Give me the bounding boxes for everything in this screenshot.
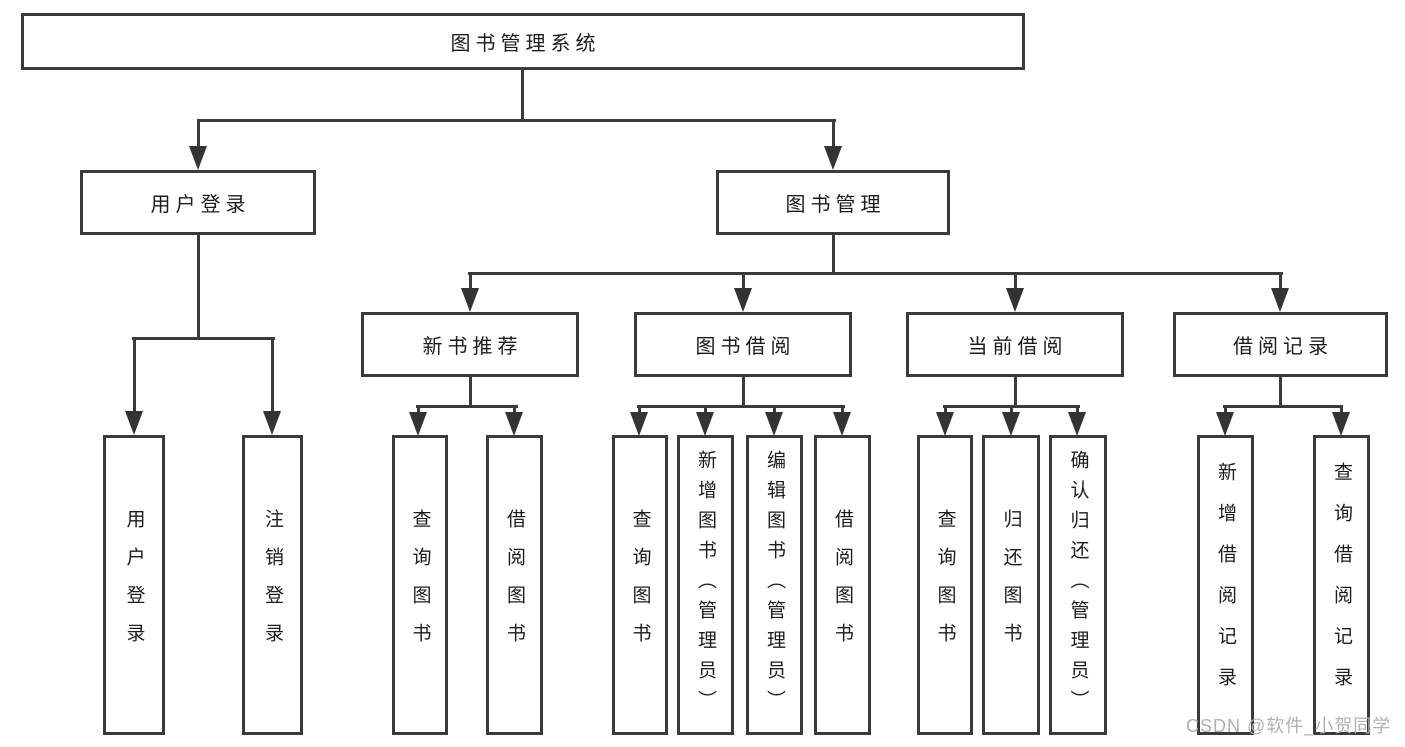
connector-drop-newbook: [469, 272, 472, 292]
arrowhead-down-icon: [1006, 288, 1024, 312]
connector-drop: [1224, 405, 1227, 417]
connector-borrowrecord-stub: [1279, 377, 1282, 407]
connector-drop: [841, 405, 844, 417]
arrowhead-down-icon: [936, 412, 954, 436]
connector-drop: [704, 405, 707, 417]
connector-newbook-stub: [469, 377, 472, 407]
connector-drop: [417, 405, 420, 417]
connector-newbook-hline: [416, 405, 518, 408]
node-new-book-recommend: 新书推荐: [361, 312, 579, 377]
connector-bookmgmt-stub: [832, 235, 835, 275]
arrowhead-down-icon: [461, 288, 479, 312]
leaf-logout: 注销登录: [242, 435, 303, 735]
connector-bookborrow-stub: [742, 377, 745, 407]
connector-drop: [773, 405, 776, 417]
connector-bookborrow-hline: [637, 405, 845, 408]
arrowhead-down-icon: [505, 412, 523, 436]
connector-drop-leaf-logout: [271, 337, 274, 415]
leaf-user-login: 用户登录: [103, 435, 165, 735]
connector-drop: [1010, 405, 1013, 417]
connector-root-stub: [521, 70, 524, 122]
arrowhead-down-icon: [1332, 412, 1350, 436]
arrowhead-down-icon: [263, 411, 281, 435]
leaf-borrow-add-books-admin: 新增图书（管理员）: [677, 435, 734, 735]
connector-bookmgmt-hline: [468, 272, 1283, 275]
connector-userlogin-hline: [132, 337, 275, 340]
leaf-borrow-edit-books-admin: 编辑图书（管理员）: [746, 435, 803, 735]
arrowhead-down-icon: [1271, 288, 1289, 312]
arrowhead-down-icon: [409, 412, 427, 436]
connector-currentborrow-stub: [1014, 377, 1017, 407]
connector-drop-user-login: [197, 119, 200, 151]
arrowhead-down-icon: [734, 288, 752, 312]
node-borrow-records: 借阅记录: [1173, 312, 1388, 377]
arrowhead-down-icon: [630, 412, 648, 436]
connector-drop-bookborrow: [742, 272, 745, 292]
connector-drop: [638, 405, 641, 417]
arrowhead-down-icon: [189, 146, 207, 170]
node-book-management: 图书管理: [716, 170, 950, 235]
csdn-watermark: CSDN @软件_小贺同学: [1186, 716, 1392, 736]
arrowhead-down-icon: [824, 146, 842, 170]
node-user-login: 用户登录: [80, 170, 316, 235]
connector-drop-leaf-login: [133, 337, 136, 415]
arrowhead-down-icon: [1216, 412, 1234, 436]
arrowhead-down-icon: [1002, 412, 1020, 436]
connector-drop-book-mgmt: [832, 119, 835, 151]
connector-userlogin-stub: [197, 235, 200, 339]
node-library-system: 图书管理系统: [21, 13, 1025, 70]
leaf-borrow-query-books: 查询图书: [612, 435, 668, 735]
leaf-newbook-borrow-books: 借阅图书: [486, 435, 543, 735]
leaf-current-confirm-return-admin: 确认归还（管理员）: [1049, 435, 1107, 735]
leaf-current-return-books: 归还图书: [982, 435, 1040, 735]
connector-borrowrecord-hline: [1223, 405, 1343, 408]
leaf-borrow-borrow-books: 借阅图书: [814, 435, 871, 735]
connector-drop: [944, 405, 947, 417]
connector-root-hline: [197, 119, 836, 122]
arrowhead-down-icon: [833, 412, 851, 436]
node-current-borrow: 当前借阅: [906, 312, 1124, 377]
arrowhead-down-icon: [1068, 412, 1086, 436]
connector-drop-currentborrow: [1014, 272, 1017, 292]
arrowhead-down-icon: [125, 411, 143, 435]
connector-drop: [513, 405, 516, 417]
leaf-record-add-borrow-record: 新增借阅记录: [1197, 435, 1254, 735]
leaf-record-query-borrow-record: 查询借阅记录: [1313, 435, 1370, 735]
node-book-borrow: 图书借阅: [634, 312, 852, 377]
connector-drop: [1340, 405, 1343, 417]
connector-drop: [1076, 405, 1079, 417]
leaf-newbook-query-books: 查询图书: [392, 435, 448, 735]
connector-drop-borrowrecord: [1279, 272, 1282, 292]
arrowhead-down-icon: [765, 412, 783, 436]
leaf-current-query-books: 查询图书: [917, 435, 973, 735]
arrowhead-down-icon: [696, 412, 714, 436]
